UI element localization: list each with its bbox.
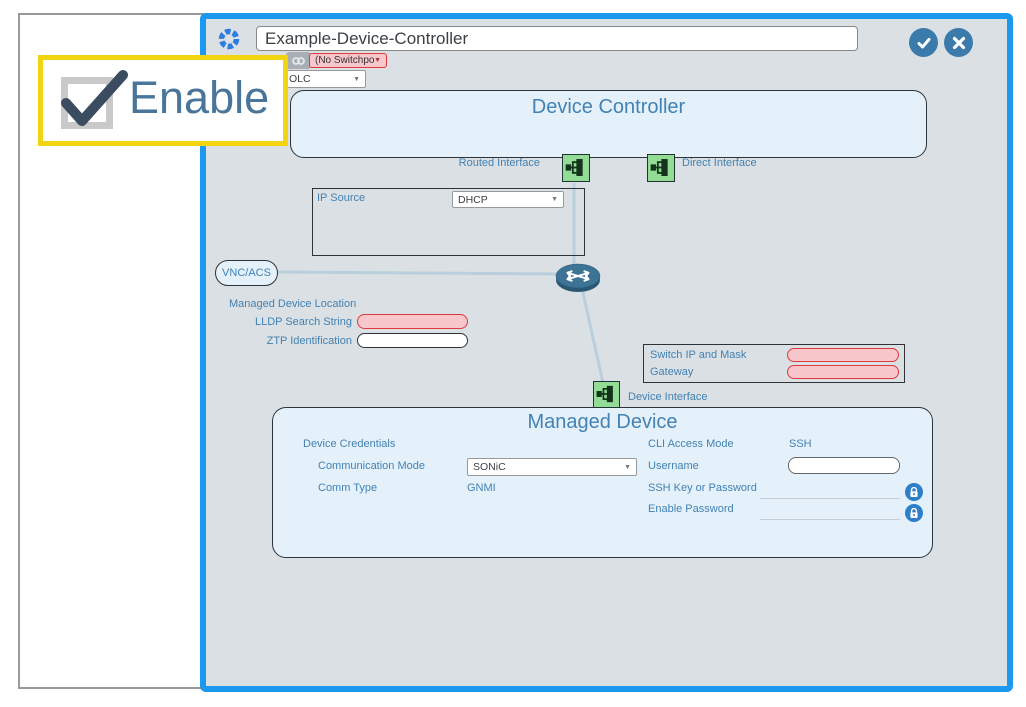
direct-interface-node-icon[interactable] xyxy=(647,154,675,182)
routed-interface-node-icon[interactable] xyxy=(562,154,590,182)
chevron-down-icon: ▼ xyxy=(551,196,558,203)
mode-select[interactable]: OLC ▼ xyxy=(283,70,366,88)
device-interface-node-icon[interactable] xyxy=(593,381,620,408)
enable-label: Enable xyxy=(129,72,270,123)
vnc-acs-node: VNC/ACS xyxy=(215,260,278,286)
lock-icon xyxy=(910,486,918,497)
lldp-search-label: LLDP Search String xyxy=(254,316,352,328)
device-interface-label: Device Interface xyxy=(628,391,708,403)
username-label: Username xyxy=(648,460,699,472)
link-switchpoint-button[interactable] xyxy=(286,52,311,69)
ssh-key-label: SSH Key or Password xyxy=(648,482,757,494)
enable-password-input[interactable] xyxy=(760,504,900,520)
switch-ports-icon xyxy=(565,159,583,176)
managed-device-location-label: Managed Device Location xyxy=(229,298,357,310)
check-icon xyxy=(917,37,930,48)
enable-callout: Enable xyxy=(38,55,288,146)
switchpoint-select[interactable]: (No Switchpoint) ▼ xyxy=(309,53,387,68)
switch-ip-box xyxy=(643,344,905,383)
close-icon xyxy=(952,36,965,49)
cancel-button[interactable] xyxy=(944,28,973,57)
gateway-input[interactable] xyxy=(787,365,899,379)
ztp-identification-input[interactable] xyxy=(357,333,468,348)
comm-type-value: GNMI xyxy=(467,482,496,494)
routed-interface-label: Routed Interface xyxy=(458,157,540,169)
communication-mode-select[interactable]: SONiC ▼ xyxy=(467,458,637,476)
ztp-identification-label: ZTP Identification xyxy=(266,335,352,347)
switchpoint-value: (No Switchpoint) xyxy=(315,55,375,66)
communication-mode-value: SONiC xyxy=(473,461,506,473)
enable-checkbox[interactable] xyxy=(61,77,113,129)
chevron-down-icon: ▼ xyxy=(374,57,381,64)
lldp-search-input[interactable] xyxy=(357,314,468,329)
direct-interface-label: Direct Interface xyxy=(682,157,757,169)
confirm-button[interactable] xyxy=(909,28,938,57)
enable-password-label: Enable Password xyxy=(648,503,734,515)
enable-password-lock-button[interactable] xyxy=(905,504,923,522)
chevron-down-icon: ▼ xyxy=(624,463,631,471)
device-controller-panel: Device Controller xyxy=(290,90,927,158)
cli-access-mode-label: CLI Access Mode xyxy=(648,438,734,450)
ip-source-box xyxy=(312,188,585,256)
link-icon xyxy=(292,56,305,65)
settings-flower-icon xyxy=(218,28,240,50)
vnc-acs-label: VNC/ACS xyxy=(222,267,271,279)
switch-ports-icon xyxy=(596,385,613,403)
ip-source-select[interactable]: DHCP ▼ xyxy=(452,191,564,208)
gateway-label: Gateway xyxy=(650,366,694,378)
managed-device-title: Managed Device xyxy=(527,411,678,433)
communication-mode-label: Communication Mode xyxy=(318,460,425,472)
device-credentials-label: Device Credentials xyxy=(303,438,396,450)
comm-type-label: Comm Type xyxy=(318,482,378,494)
username-input[interactable] xyxy=(788,457,900,474)
cli-access-mode-value: SSH xyxy=(789,438,812,450)
ssh-key-input[interactable] xyxy=(760,483,900,499)
controller-name-input[interactable] xyxy=(256,26,858,51)
switch-ports-icon xyxy=(650,159,668,176)
switch-ip-label: Switch IP and Mask xyxy=(650,349,747,361)
mode-value: OLC xyxy=(289,73,311,85)
ip-source-value: DHCP xyxy=(458,193,488,206)
device-controller-title: Device Controller xyxy=(531,96,686,118)
switch-ip-input[interactable] xyxy=(787,348,899,362)
chevron-down-icon: ▼ xyxy=(353,75,360,83)
ip-source-label: IP Source xyxy=(317,192,366,204)
ssh-key-lock-button[interactable] xyxy=(905,483,923,501)
lock-icon xyxy=(910,507,918,518)
